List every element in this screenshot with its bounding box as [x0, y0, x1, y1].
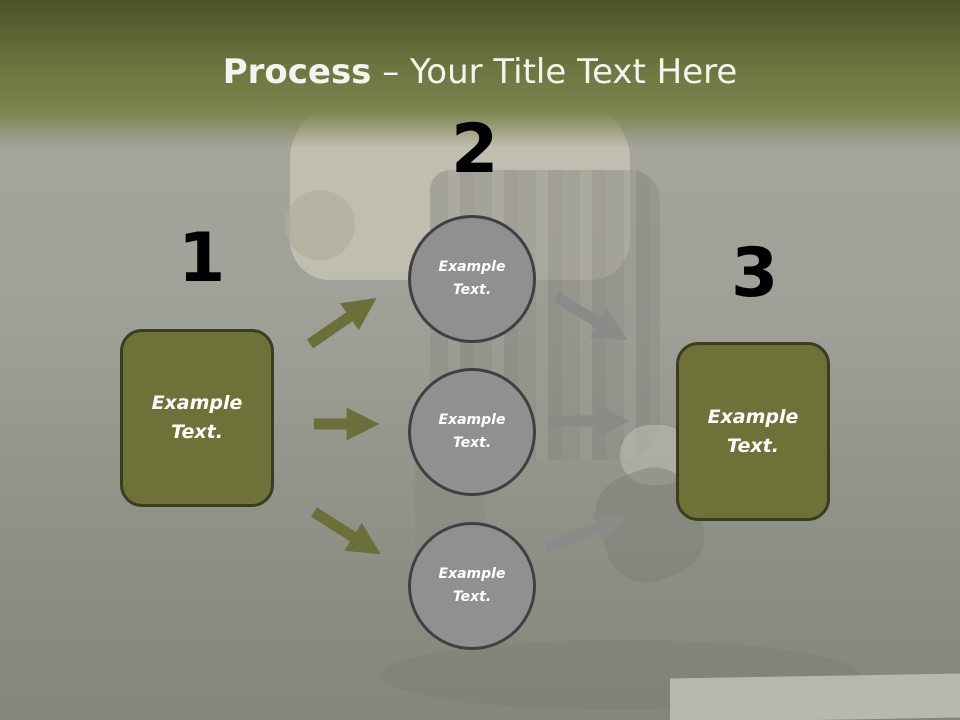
- arrow-to-circle-1: [306, 297, 377, 349]
- step-number-2: 2: [451, 110, 499, 189]
- step-number-3: 3: [731, 234, 779, 313]
- circle-1-text-line2: Text.: [452, 282, 492, 298]
- arrow-to-circle-3: [311, 507, 381, 555]
- step-2-circle-2[interactable]: Example Text.: [408, 368, 536, 496]
- slide-title: Process – Your Title Text Here: [0, 52, 960, 92]
- step-1-text-line1: Example: [151, 392, 243, 414]
- title-rest: – Your Title Text Here: [371, 52, 738, 92]
- circle-3-text-line2: Text.: [452, 589, 492, 605]
- step-3-box[interactable]: Example Text.: [676, 342, 830, 521]
- step-1-text-line2: Text.: [171, 421, 223, 443]
- step-3-text-line1: Example: [707, 405, 799, 428]
- step-2-circle-1[interactable]: Example Text.: [408, 215, 536, 343]
- circle-1-text-line1: Example: [438, 259, 506, 275]
- circle-3-text-line1: Example: [438, 566, 506, 582]
- step-3-text-line2: Text.: [727, 434, 779, 457]
- step-number-1: 1: [178, 219, 226, 298]
- title-band: [0, 0, 960, 148]
- step-2-circle-3[interactable]: Example Text.: [408, 522, 536, 650]
- circle-2-text-line1: Example: [438, 412, 506, 428]
- arrow-from-circle-3: [543, 512, 629, 554]
- title-bold: Process: [222, 52, 372, 92]
- step-1-box[interactable]: Example Text.: [120, 329, 274, 507]
- arrow-from-circle-1: [553, 292, 628, 341]
- circle-2-text-line2: Text.: [452, 435, 492, 451]
